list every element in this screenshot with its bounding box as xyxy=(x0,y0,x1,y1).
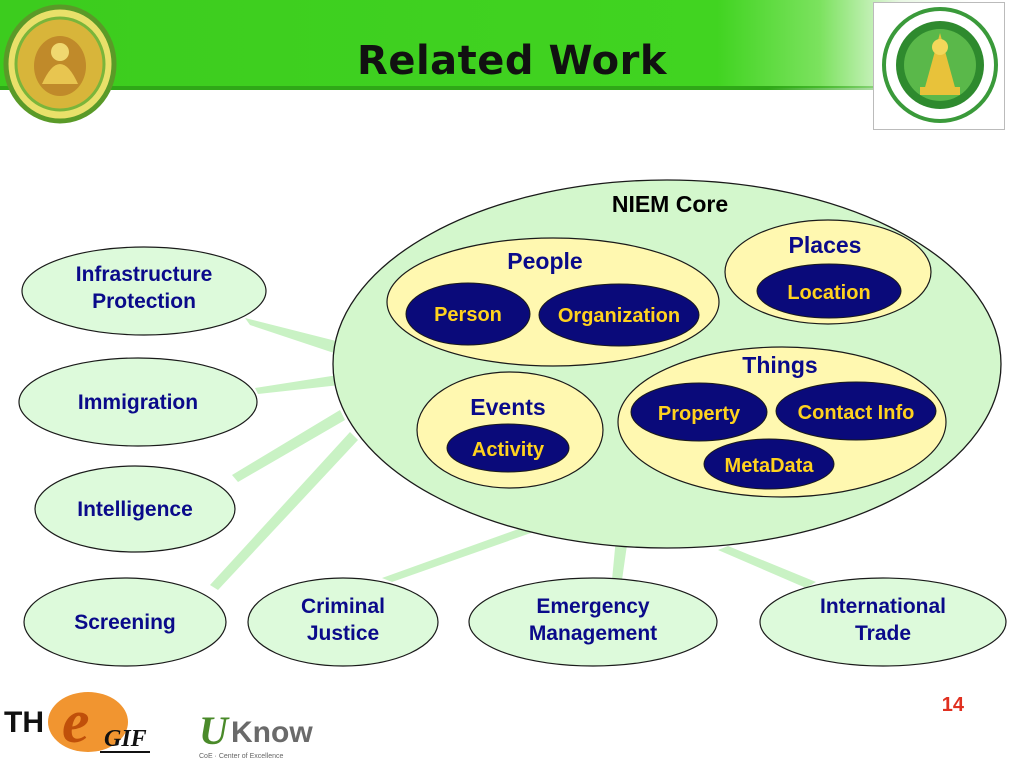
connector-beams xyxy=(210,318,816,590)
svg-text:TH: TH xyxy=(4,706,44,739)
uknow-logo: U Know CoE · Center of Excellence xyxy=(199,708,313,760)
connector-infrastructure xyxy=(245,318,340,355)
ministry-seal-frame xyxy=(873,2,1005,130)
item-metadata xyxy=(703,438,835,490)
connector-immigration xyxy=(255,375,340,394)
connector-emergency xyxy=(612,538,628,580)
domain-screening xyxy=(23,577,227,667)
item-activity xyxy=(446,423,570,473)
item-property-label: Property xyxy=(657,403,741,425)
item-contact-info-label: Contact Info xyxy=(797,402,915,424)
item-location xyxy=(756,263,902,319)
item-contact-info xyxy=(775,381,937,441)
item-person-label: Person xyxy=(434,304,502,326)
places-group-label: Places xyxy=(788,232,862,258)
slide-title: Related Work xyxy=(357,38,667,84)
connector-intelligence xyxy=(232,410,345,482)
page-number: 14 xyxy=(941,694,964,716)
title-bar xyxy=(0,0,1024,88)
connector-criminal-justice xyxy=(382,522,545,582)
domain-international-trade-label: International Trade xyxy=(819,595,946,646)
ministry-seal-logo xyxy=(882,7,998,123)
university-seal-logo xyxy=(3,4,117,124)
domain-criminal-justice xyxy=(247,577,439,667)
domain-international-trade xyxy=(759,577,1007,667)
svg-text:e: e xyxy=(62,688,90,756)
domain-emergency-management xyxy=(468,577,718,667)
domain-emergency-management-label: Emergency Management xyxy=(528,595,658,646)
title-bar-underline xyxy=(0,86,1024,90)
domain-infrastructure-protection-label: Infrastructure Protection xyxy=(75,263,213,314)
domain-intelligence xyxy=(34,465,236,553)
item-location-label: Location xyxy=(787,282,871,304)
domain-screening-label: Screening xyxy=(74,611,176,634)
item-organization xyxy=(538,283,700,347)
item-activity-label: Activity xyxy=(471,439,545,461)
connector-trade xyxy=(718,546,816,588)
things-group-label: Things xyxy=(742,352,818,378)
item-person xyxy=(405,282,531,346)
item-metadata-label: MetaData xyxy=(724,455,814,477)
the-gif-logo: TH e GIF xyxy=(4,688,150,756)
svg-text:Know: Know xyxy=(231,716,313,749)
niem-core-label: NIEM Core xyxy=(611,191,729,217)
events-group-label: Events xyxy=(470,394,546,420)
domain-infrastructure-protection xyxy=(21,246,267,336)
domain-immigration-label: Immigration xyxy=(77,391,199,414)
svg-text:CoE · Center of Excellence: CoE · Center of Excellence xyxy=(199,753,284,760)
domain-immigration xyxy=(18,357,258,447)
people-group-label: People xyxy=(507,248,583,274)
domain-intelligence-label: Intelligence xyxy=(77,498,193,521)
item-organization-label: Organization xyxy=(557,305,681,327)
domain-criminal-justice-label: Criminal Justice xyxy=(300,595,386,646)
svg-text:U: U xyxy=(199,708,230,753)
svg-text:GIF: GIF xyxy=(104,726,147,752)
item-property xyxy=(630,382,768,442)
connector-screening xyxy=(210,432,358,590)
